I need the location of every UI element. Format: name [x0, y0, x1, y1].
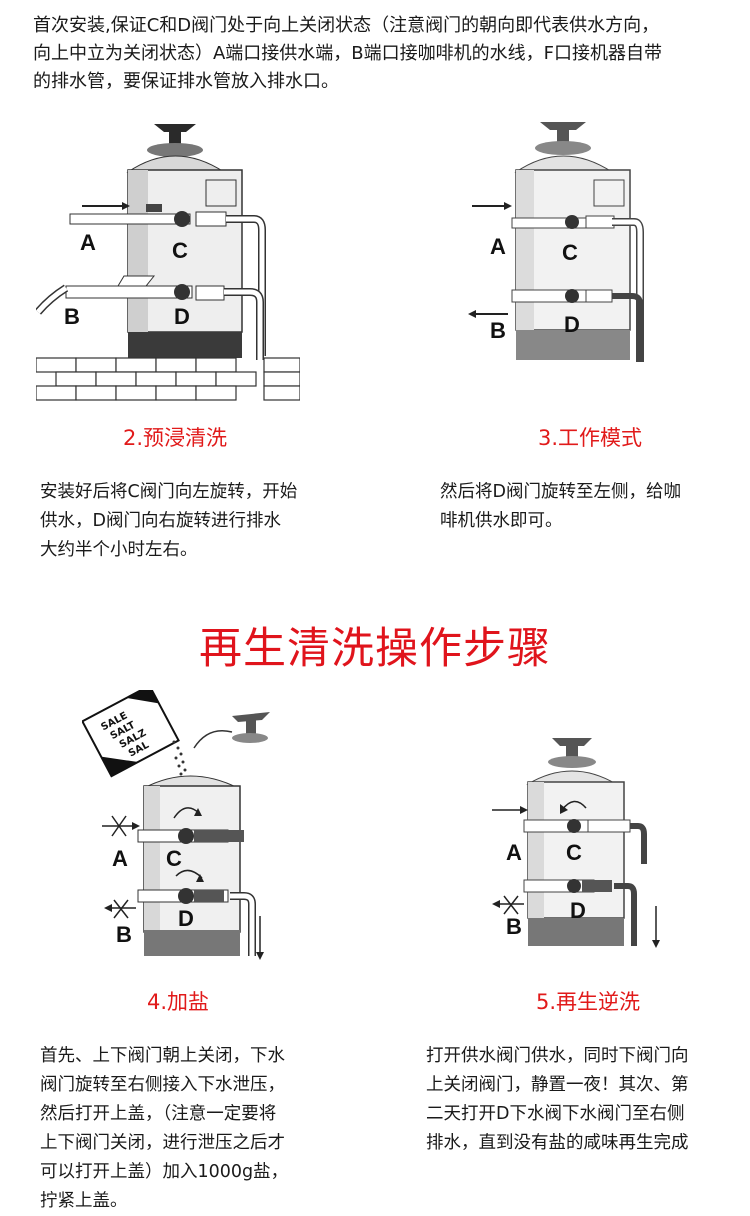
step-caption-working: 3.工作模式 [537, 426, 643, 450]
step-desc-add-salt: 首先、上下阀门朝上关闭，下水 阀门旋转至右侧接入下水泄压， 然后打开上盖，（注意… [40, 1042, 288, 1216]
label-port-a: A [490, 234, 506, 259]
label-port-a: A [112, 846, 128, 871]
intro-line-3: 的排水管，要保证排水管放入排水口。 [33, 71, 339, 92]
desc-line: 然后将D阀门旋转至左侧，给咖 [440, 482, 681, 502]
label-port-a: A [80, 230, 96, 255]
label-port-a: A [506, 840, 522, 865]
intro-line-2: 向上中立为关闭状态）A端口接供水端，B端口接咖啡机的水线，F口接机器自带 [33, 43, 663, 64]
label-port-b: B [64, 304, 80, 329]
label-valve-d: D [178, 906, 194, 931]
figure-presoak-softener: A C B D [36, 102, 300, 402]
label-valve-c: C [166, 846, 182, 871]
label-valve-c: C [172, 238, 188, 263]
desc-line: 上下阀门关闭，进行泄压之后才 [40, 1133, 285, 1153]
desc-line: 打开供水阀门供水，同时下阀门向 [426, 1046, 689, 1066]
desc-line: 供水，D阀门向右旋转进行排水 [40, 511, 281, 531]
desc-line: 大约半个小时左右。 [40, 540, 198, 560]
desc-line: 拧紧上盖。 [40, 1191, 128, 1211]
desc-line: 啡机供水即可。 [440, 511, 563, 531]
desc-line: 排水，直到没有盐的咸味再生完成 [426, 1133, 689, 1153]
step-caption-presoak: 2.预浸清洗 [122, 426, 228, 450]
label-valve-d: D [564, 312, 580, 337]
figure-working-softener: A C B D [462, 106, 667, 376]
label-valve-d: D [174, 304, 190, 329]
label-valve-c: C [566, 840, 582, 865]
step-caption-add-salt: 4.加盐 [146, 990, 210, 1014]
desc-line: 首先、上下阀门朝上关闭，下水 [40, 1046, 285, 1066]
desc-line: 安装好后将C阀门向左旋转，开始 [40, 482, 298, 502]
intro-paragraph: 首次安装,保证C和D阀门处于向上关闭状态（注意阀门的朝向即代表供水方向， 向上中… [33, 12, 733, 96]
desc-line: 阀门旋转至右侧接入下水泄压， [40, 1075, 285, 1095]
label-port-b: B [490, 318, 506, 343]
desc-line: 然后打开上盖，（注意一定要将 [40, 1104, 277, 1124]
step-desc-regeneration: 打开供水阀门供水，同时下阀门向 上关闭阀门，静置一夜！其次、第 二天打开D下水阀… [426, 1042, 689, 1158]
label-valve-d: D [570, 898, 586, 923]
label-port-b: B [506, 914, 522, 939]
desc-line: 二天打开D下水阀下水阀门至右侧 [426, 1104, 685, 1124]
figure-add-salt: SALE SALT SALZ SAL A C B D [82, 690, 282, 960]
desc-line: 上关闭阀门，静置一夜！其次、第 [426, 1075, 689, 1095]
label-port-b: B [116, 922, 132, 947]
step-desc-working: 然后将D阀门旋转至左侧，给咖 啡机供水即可。 [440, 478, 681, 536]
section-heading: 再生清洗操作步骤 [199, 624, 551, 674]
figure-regeneration: A C B D [488, 728, 664, 960]
step-desc-presoak: 安装好后将C阀门向左旋转，开始 供水，D阀门向右旋转进行排水 大约半个小时左右。 [40, 478, 297, 565]
label-valve-c: C [562, 240, 578, 265]
step-caption-regeneration: 5.再生逆洗 [535, 990, 641, 1014]
intro-line-1: 首次安装,保证C和D阀门处于向上关闭状态（注意阀门的朝向即代表供水方向， [33, 15, 660, 36]
desc-line: 可以打开上盖）加入1000g盐， [40, 1162, 289, 1182]
